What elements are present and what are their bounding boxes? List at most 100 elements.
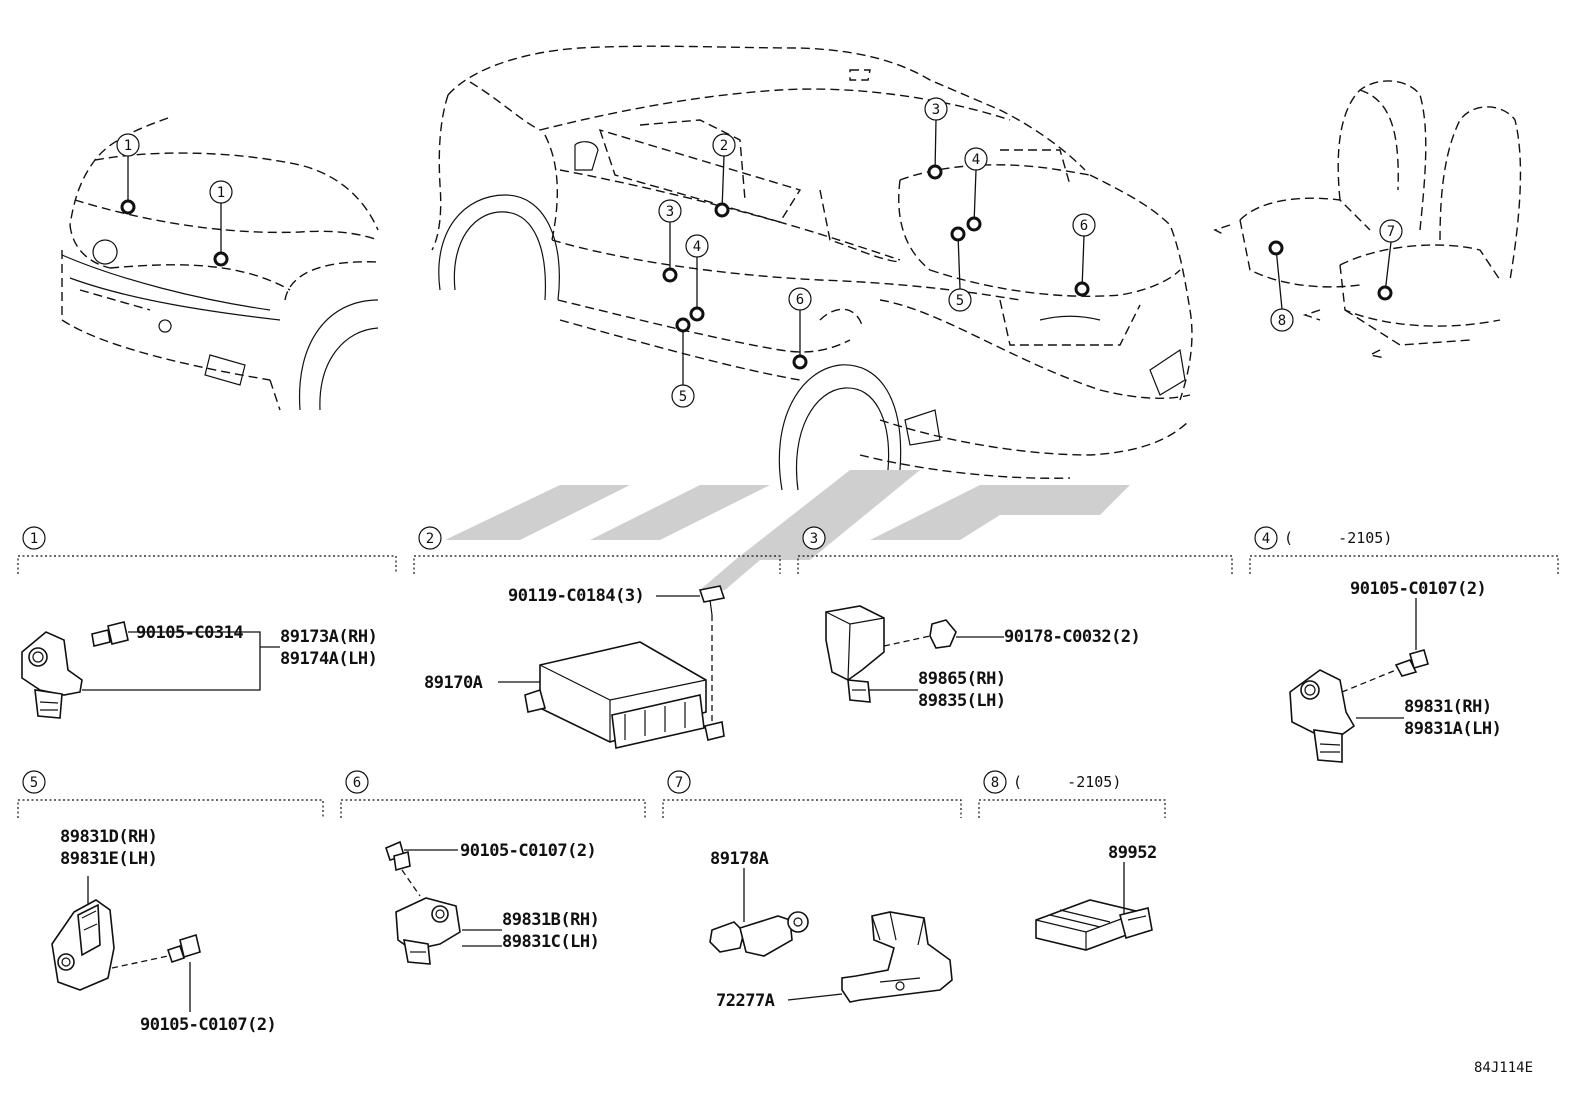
callout-number: 3 — [932, 102, 940, 118]
location-dot — [714, 202, 730, 218]
section-number: 3 — [810, 531, 818, 547]
watermark-logo — [445, 470, 1130, 590]
callout-number: 1 — [124, 138, 132, 154]
s4-part-lh-label: 89831A(LH) — [1404, 719, 1501, 739]
callout-number: 5 — [956, 293, 964, 309]
section-number-circle — [667, 770, 691, 794]
callout-number: 1 — [217, 185, 225, 201]
callout-circle — [924, 97, 948, 121]
location-dot — [120, 199, 136, 215]
callout-number: 7 — [1387, 224, 1395, 240]
s5-part-rh-label: 89831D(RH) — [60, 827, 157, 847]
s7-bracket-label: 72277A — [716, 991, 775, 1011]
s1-bolt-label: 90105-C0314 — [136, 623, 243, 643]
section-number: 8 — [991, 775, 999, 791]
callout-number: 8 — [1278, 313, 1286, 329]
s6-part-rh-label: 89831B(RH) — [502, 910, 599, 930]
callout-number: 3 — [666, 204, 674, 220]
location-dot — [1074, 281, 1090, 297]
location-dot — [675, 317, 691, 333]
s4-part-rh-label: 89831(RH) — [1404, 697, 1492, 717]
callout-circle — [671, 384, 695, 408]
callout-leader — [934, 119, 937, 173]
section-number: 2 — [426, 531, 434, 547]
section-5-parts: 89831D(RH) 89831E(LH) 90105-C0107(2) — [51, 827, 277, 1035]
s3-part-lh-label: 89835(LH) — [918, 691, 1006, 711]
callout-leader — [1081, 235, 1085, 290]
callout-leader — [1275, 247, 1283, 310]
section-number-markers: 1 2 3 4 ( -2105) 5 6 7 8 ( -2105) — [22, 526, 1392, 794]
section-8-parts: 89952 — [1035, 843, 1157, 951]
section-7-parts: 89178A 72277A — [709, 849, 953, 1011]
callout-number: 4 — [972, 152, 980, 168]
section-number: 7 — [675, 775, 683, 791]
section-number-circle — [22, 770, 46, 794]
s2-part-label: 89170A — [424, 673, 483, 693]
s6-part-lh-label: 89831C(LH) — [502, 932, 599, 952]
section-4-parts: 90105-C0107(2) 89831(RH) 89831A(LH) — [1289, 579, 1502, 763]
section-number: 4 — [1262, 531, 1270, 547]
location-dot — [966, 216, 982, 232]
seat-illustration — [1213, 80, 1522, 359]
section-2-parts: 90119-C0184(3) 89170A — [424, 585, 726, 749]
s5-bolt-label: 90105-C0107(2) — [140, 1015, 276, 1035]
section-headers — [17, 555, 1559, 818]
s5-part-lh-label: 89831E(LH) — [60, 849, 157, 869]
section-number: 5 — [30, 775, 38, 791]
section-note: ( -2105) — [1284, 529, 1392, 547]
section-number-circle — [345, 770, 369, 794]
location-dot — [213, 251, 229, 267]
s8-part-label: 89952 — [1108, 843, 1157, 863]
callout-number: 6 — [796, 292, 804, 308]
section-3-parts: 90178-C0032(2) 89865(RH) 89835(LH) — [825, 605, 1141, 711]
callout-circle — [788, 287, 812, 311]
callout-circle — [1072, 213, 1096, 237]
s6-bolt-label: 90105-C0107(2) — [460, 841, 596, 861]
callout-circle — [1379, 219, 1403, 243]
s3-nut-label: 90178-C0032(2) — [1004, 627, 1140, 647]
location-dot — [792, 354, 808, 370]
callout-number: 2 — [720, 138, 728, 154]
location-dot — [950, 226, 966, 242]
callout-leader — [1384, 241, 1392, 294]
s3-part-rh-label: 89865(RH) — [918, 669, 1006, 689]
location-dot — [927, 164, 943, 180]
section-note: ( -2105) — [1013, 773, 1121, 791]
callout-leader — [973, 169, 977, 225]
s7-part-label: 89178A — [710, 849, 769, 869]
callout-circle — [685, 234, 709, 258]
section-number: 6 — [353, 775, 361, 791]
rear-car-illustration — [431, 45, 1193, 491]
s1-part-rh-label: 89173A(RH) — [280, 627, 377, 647]
s2-bolt-label: 90119-C0184(3) — [508, 586, 644, 606]
location-dot — [1268, 240, 1284, 256]
callout-circle — [964, 147, 988, 171]
callout-circle — [116, 133, 140, 157]
section-number-circle — [983, 770, 1007, 794]
s4-bolt-label: 90105-C0107(2) — [1350, 579, 1486, 599]
callout-leader — [957, 233, 961, 290]
diagram-code: 84J114E — [1474, 1060, 1533, 1076]
section-number: 1 — [30, 531, 38, 547]
section-1-parts: 90105-C0314 89173A(RH) 89174A(LH) — [21, 621, 378, 719]
s1-part-lh-label: 89174A(LH) — [280, 649, 377, 669]
location-callouts: 1 1 2 3 4 5 6 3 4 5 6 7 8 — [116, 97, 1403, 408]
callout-circle — [1270, 308, 1294, 332]
section-number-circle — [1254, 526, 1278, 550]
location-dot — [689, 306, 705, 322]
callout-number: 6 — [1080, 218, 1088, 234]
section-number-circle — [418, 526, 442, 550]
section-6-parts: 90105-C0107(2) 89831B(RH) 89831C(LH) — [385, 840, 600, 965]
callout-number: 5 — [679, 389, 687, 405]
section-number-circle — [22, 526, 46, 550]
location-dot — [662, 267, 678, 283]
callout-circle — [712, 133, 736, 157]
callout-circle — [658, 199, 682, 223]
callout-number: 4 — [693, 239, 701, 255]
callout-leader — [721, 155, 725, 211]
section-number-circle — [802, 526, 826, 550]
callout-circle — [948, 288, 972, 312]
callout-circle — [209, 180, 233, 204]
location-dot — [1377, 285, 1393, 301]
